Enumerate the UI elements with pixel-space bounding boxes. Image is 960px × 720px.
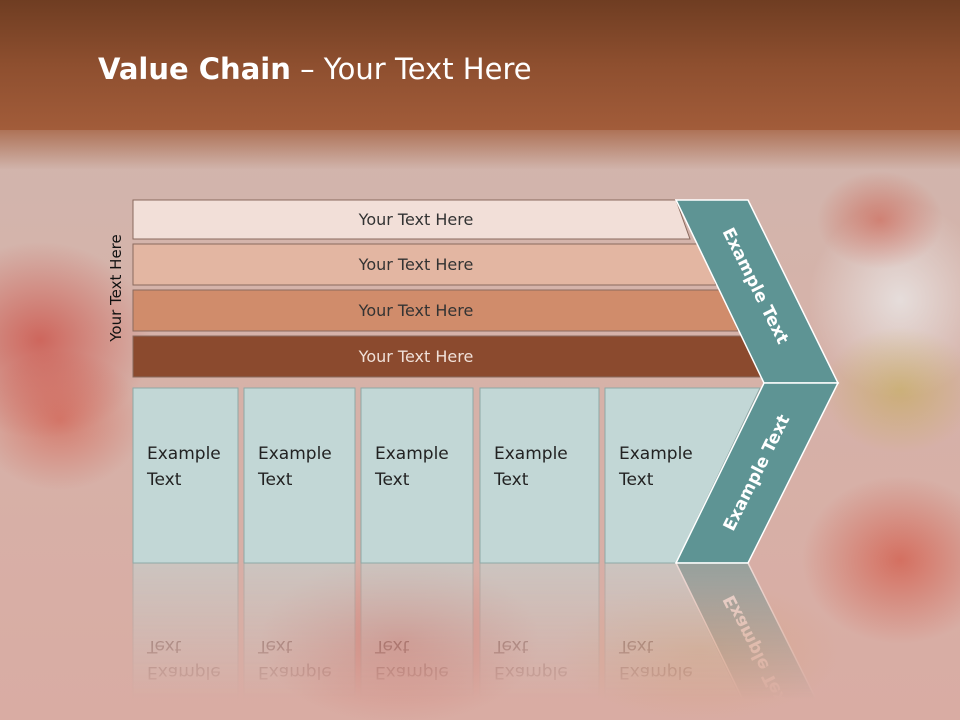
title-bold: Value Chain <box>98 52 291 86</box>
reflection-primary-box-2 <box>243 562 356 720</box>
support-row-label-1: Your Text Here <box>358 210 474 229</box>
reflection-primary-box-line2-4: Text <box>493 636 529 656</box>
primary-box-4 <box>479 387 600 564</box>
support-row-1 <box>132 199 691 240</box>
title-rest: – Your Text Here <box>290 52 532 86</box>
reflection-primary-box-3 <box>360 562 474 720</box>
reflection-primary-box-line2-3: Text <box>374 636 410 656</box>
reflection-primary-box-1 <box>132 562 239 720</box>
support-row-label-3: Your Text Here <box>358 301 474 320</box>
reflection-primary-box-line1-1: Example <box>147 662 221 682</box>
primary-box-3 <box>360 387 474 564</box>
reflection-primary-box-line1-3: Example <box>375 662 449 682</box>
primary-box-line1-3: Example <box>375 444 449 464</box>
primary-box-1 <box>132 387 239 564</box>
primary-box-line2-3: Text <box>374 470 410 490</box>
reflection-primary-box-line1-4: Example <box>494 662 568 682</box>
reflection-chevron-lower-arm <box>674 562 828 720</box>
title-bar <box>0 0 960 130</box>
primary-box-2 <box>243 387 356 564</box>
primary-box-line1-2: Example <box>258 444 332 464</box>
primary-box-line1-4: Example <box>494 444 568 464</box>
support-row-label-2: Your Text Here <box>358 255 474 274</box>
support-row-3 <box>132 289 739 332</box>
slide-title: Value Chain – Your Text Here <box>98 52 532 86</box>
reflection-primary-box-line2-5: Text <box>618 636 654 656</box>
support-row-label-4: Your Text Here <box>358 347 474 366</box>
primary-box-line2-4: Text <box>493 470 529 490</box>
primary-box-line2-5: Text <box>618 470 654 490</box>
support-row-2 <box>132 243 717 286</box>
primary-box-line2-1: Text <box>146 470 182 490</box>
reflection-primary-box-line1-5: Example <box>619 662 693 682</box>
primary-box-line2-2: Text <box>257 470 293 490</box>
reflection-primary-box-line2-1: Text <box>146 636 182 656</box>
reflection-primary-box-line1-2: Example <box>258 662 332 682</box>
reflection-primary-box-4 <box>479 562 600 720</box>
reflection-primary-box-line2-2: Text <box>257 636 293 656</box>
primary-box-line1-5: Example <box>619 444 693 464</box>
primary-box-line1-1: Example <box>147 444 221 464</box>
